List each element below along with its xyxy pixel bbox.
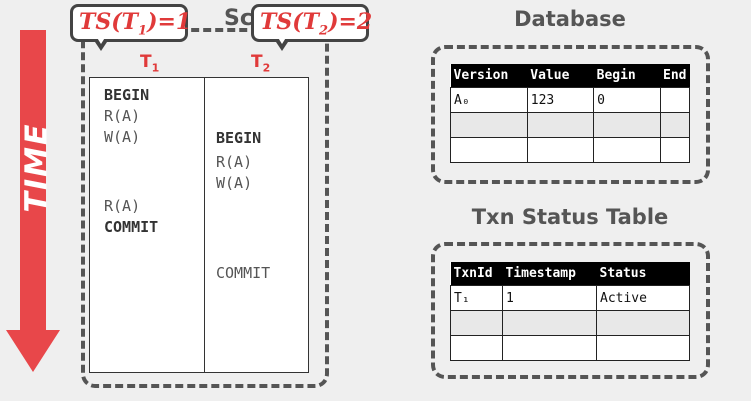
t1-read-a: R(A) <box>104 107 141 125</box>
txn-status-frame <box>431 242 710 379</box>
header-begin: Begin <box>593 64 661 88</box>
header-end: End <box>660 64 690 88</box>
cell-begin: 0 <box>593 87 661 113</box>
database-table: Version Value Begin End A₀ 123 0 <box>450 64 691 163</box>
header-version: Version <box>450 64 528 88</box>
cell-end <box>659 112 691 138</box>
column-divider <box>204 78 205 372</box>
cell-txnid <box>450 310 503 336</box>
table-row <box>450 112 691 138</box>
cell-end <box>659 87 691 113</box>
txn-status-title: Txn Status Table <box>471 205 669 229</box>
t2-begin: BEGIN <box>216 129 262 147</box>
header-txnid: TxnId <box>450 262 503 286</box>
schedule-table: BEGIN R(A) W(A) R(A) COMMIT BEGIN R(A) W… <box>89 77 309 373</box>
ts-t2-callout: TS(T2)=2 <box>251 4 372 51</box>
cell-end <box>659 137 691 163</box>
t1-commit: COMMIT <box>104 218 159 236</box>
t2-read-a: R(A) <box>216 153 253 171</box>
table-row <box>450 310 690 336</box>
ts-t1-callout: TS(T1)=1 <box>70 4 191 51</box>
cell-version: A₀ <box>450 87 528 113</box>
header-value: Value <box>527 64 594 88</box>
t1-read-a-2: R(A) <box>104 197 141 215</box>
cell-timestamp: 1 <box>502 285 597 311</box>
t2-write-a: W(A) <box>216 174 253 192</box>
txn-status-header-row: TxnId Timestamp Status <box>450 262 690 286</box>
cell-version <box>450 112 528 138</box>
t2-column-header: T2 <box>251 52 271 75</box>
t2-commit: COMMIT <box>216 264 271 282</box>
cell-status <box>596 335 690 361</box>
table-row: A₀ 123 0 <box>450 87 691 113</box>
t1-column-header: T1 <box>140 52 160 75</box>
database-frame <box>431 45 710 184</box>
cell-txnid <box>450 335 503 361</box>
table-row <box>450 137 691 163</box>
txn-status-table: TxnId Timestamp Status T₁ 1 Active <box>450 262 690 361</box>
cell-value <box>526 112 595 138</box>
cell-value <box>526 137 595 163</box>
time-arrow <box>6 30 60 372</box>
table-row <box>450 335 690 361</box>
time-label: TIME <box>19 122 55 213</box>
cell-version <box>450 137 528 163</box>
header-status: Status <box>596 262 690 286</box>
cell-begin <box>593 137 661 163</box>
t1-begin: BEGIN <box>104 86 150 104</box>
t1-write-a: W(A) <box>104 128 141 146</box>
header-timestamp: Timestamp <box>502 262 597 286</box>
cell-timestamp <box>502 310 597 336</box>
cell-txnid: T₁ <box>450 285 503 311</box>
database-title: Database <box>514 7 626 31</box>
cell-timestamp <box>502 335 597 361</box>
database-header-row: Version Value Begin End <box>450 64 690 88</box>
schedule-frame <box>81 28 329 388</box>
cell-value: 123 <box>526 87 595 113</box>
cell-status: Active <box>596 285 690 311</box>
cell-begin <box>593 112 661 138</box>
cell-status <box>596 310 690 336</box>
table-row: T₁ 1 Active <box>450 285 690 311</box>
